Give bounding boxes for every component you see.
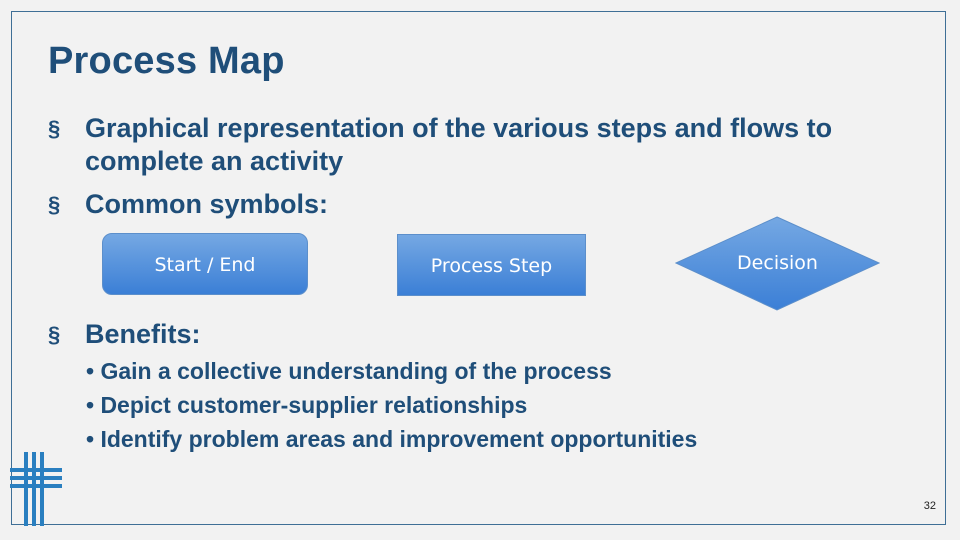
slide-frame xyxy=(11,11,946,525)
process-step-symbol: Process Step xyxy=(397,234,586,296)
page-number: 32 xyxy=(923,500,936,512)
bullet-mark: § xyxy=(48,322,61,347)
process-step-label: Process Step xyxy=(430,255,553,277)
bullet-text: Common symbols: xyxy=(85,189,329,219)
bullet-mark: § xyxy=(48,116,61,141)
bullet-text: Benefits: xyxy=(85,319,201,349)
cross-logo-icon xyxy=(10,452,62,526)
bullet-common-symbols: § Common symbols: xyxy=(48,188,648,222)
slide-title: Process Map xyxy=(48,40,285,82)
bullet-benefits: § Benefits: xyxy=(48,318,648,352)
benefit-item: • Identify problem areas and improvement… xyxy=(86,426,698,452)
decision-symbol: Decision xyxy=(674,216,881,311)
bullet-mark: § xyxy=(48,192,61,217)
benefit-item: • Depict customer-supplier relationships xyxy=(86,392,528,418)
start-end-label: Start / End xyxy=(154,254,256,276)
bullet-text: Graphical representation of the various … xyxy=(85,113,833,176)
bullet-definition: § Graphical representation of the variou… xyxy=(48,112,928,182)
decision-label: Decision xyxy=(737,252,818,274)
benefit-item: • Gain a collective understanding of the… xyxy=(86,358,612,384)
start-end-symbol: Start / End xyxy=(102,233,308,295)
decision-diamond-shape xyxy=(674,216,881,311)
